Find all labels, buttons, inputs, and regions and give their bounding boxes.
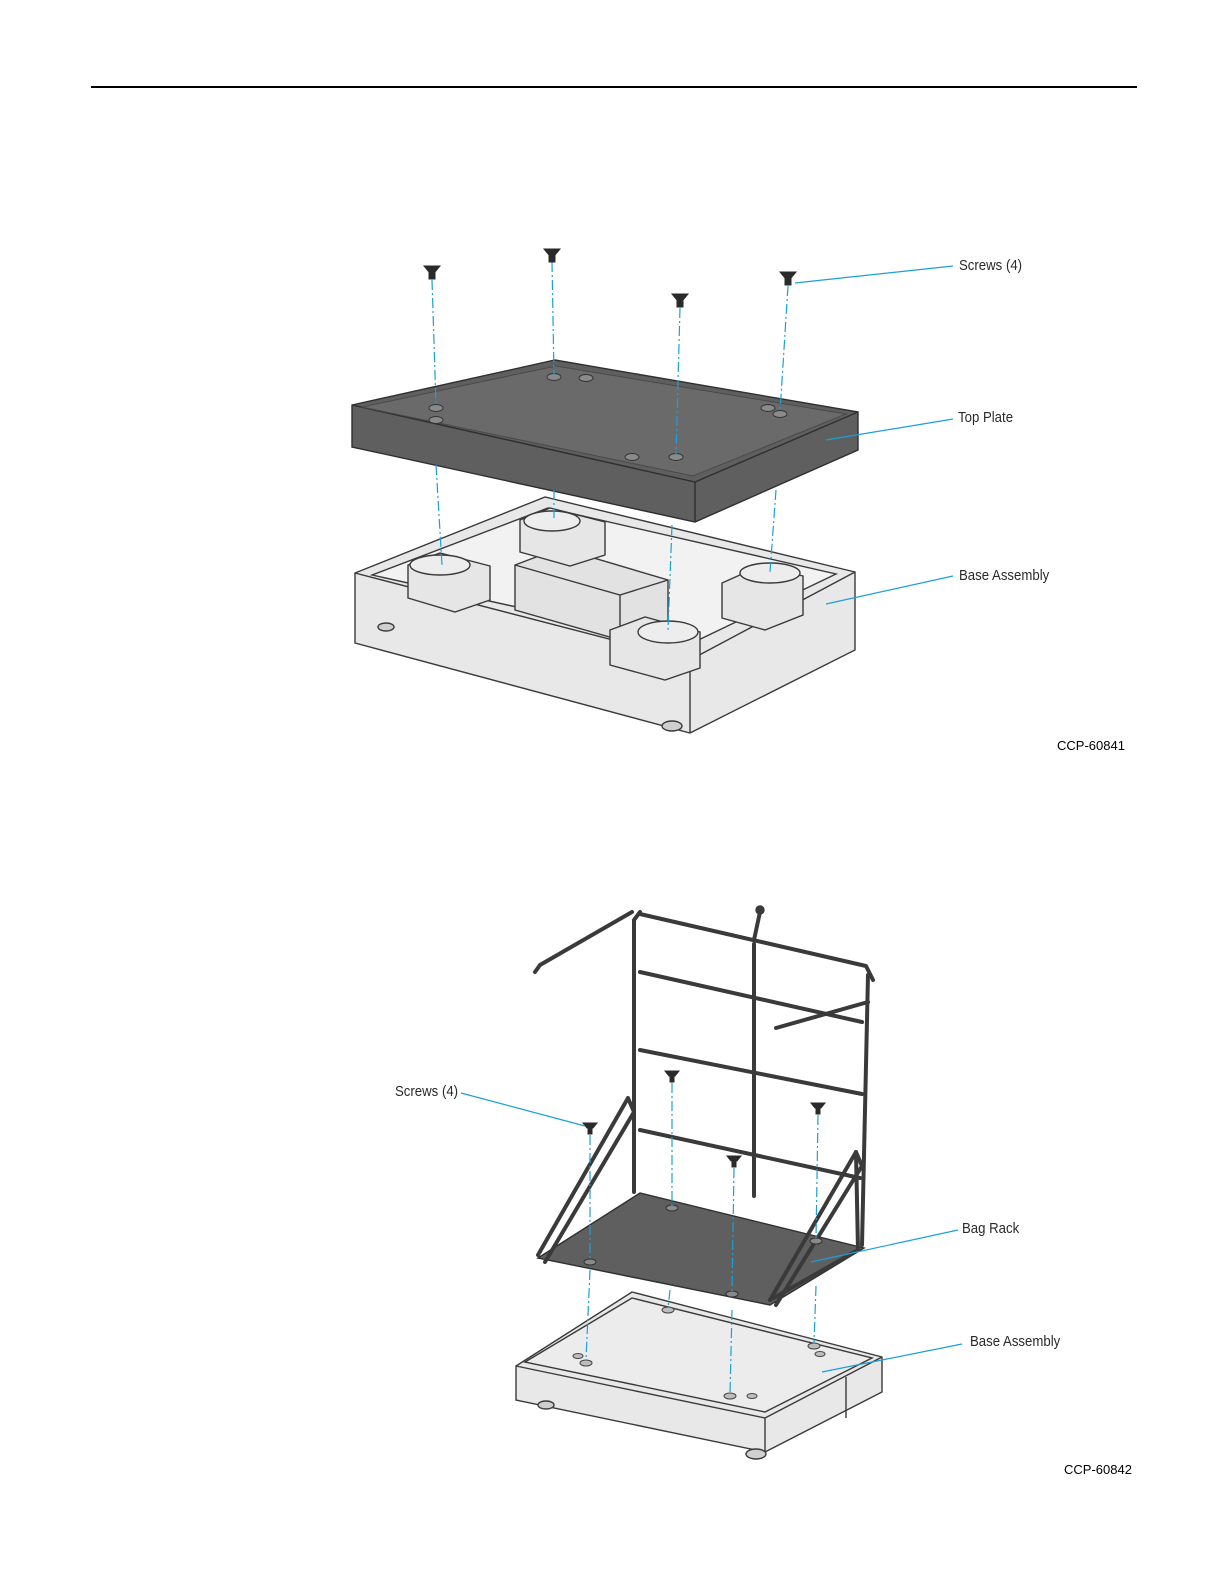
screw-2 — [544, 249, 560, 262]
header-rule — [91, 86, 1137, 88]
label-bag-rack: Bag Rack — [962, 1220, 1019, 1237]
bag-rack-plate — [538, 1193, 864, 1305]
screw-a — [583, 1123, 597, 1134]
leader-screws — [795, 266, 953, 283]
figure-code-2: CCP-60842 — [1064, 1462, 1132, 1477]
label-screws-2: Screws (4) — [395, 1083, 458, 1100]
screw-d — [811, 1103, 825, 1114]
screw-c — [727, 1156, 741, 1167]
leader-screws-2 — [461, 1093, 585, 1126]
screw-b — [665, 1071, 679, 1082]
figure1-illustration — [0, 230, 1224, 770]
screw-3 — [672, 294, 688, 307]
bag-rack-back-wire-right — [862, 975, 868, 1245]
screws-group — [424, 249, 796, 307]
screw-1 — [424, 266, 440, 279]
figure-code: CCP-60841 — [1057, 738, 1125, 753]
bag-rack-back-wire-left — [634, 912, 640, 1192]
figure-top-plate: Screws (4) Top Plate Base Assembly CCP-6… — [0, 230, 1224, 770]
label-top-plate: Top Plate — [958, 409, 1013, 426]
figure2-illustration — [0, 900, 1224, 1490]
label-base-assembly: Base Assembly — [959, 567, 1049, 584]
label-base-assembly-2: Base Assembly — [970, 1333, 1060, 1350]
figure-bag-rack: Screws (4) Bag Rack Base Assembly CCP-60… — [0, 900, 1224, 1490]
label-screws: Screws (4) — [959, 257, 1022, 274]
screw-4 — [780, 272, 796, 285]
screws-group-2 — [583, 1071, 825, 1167]
